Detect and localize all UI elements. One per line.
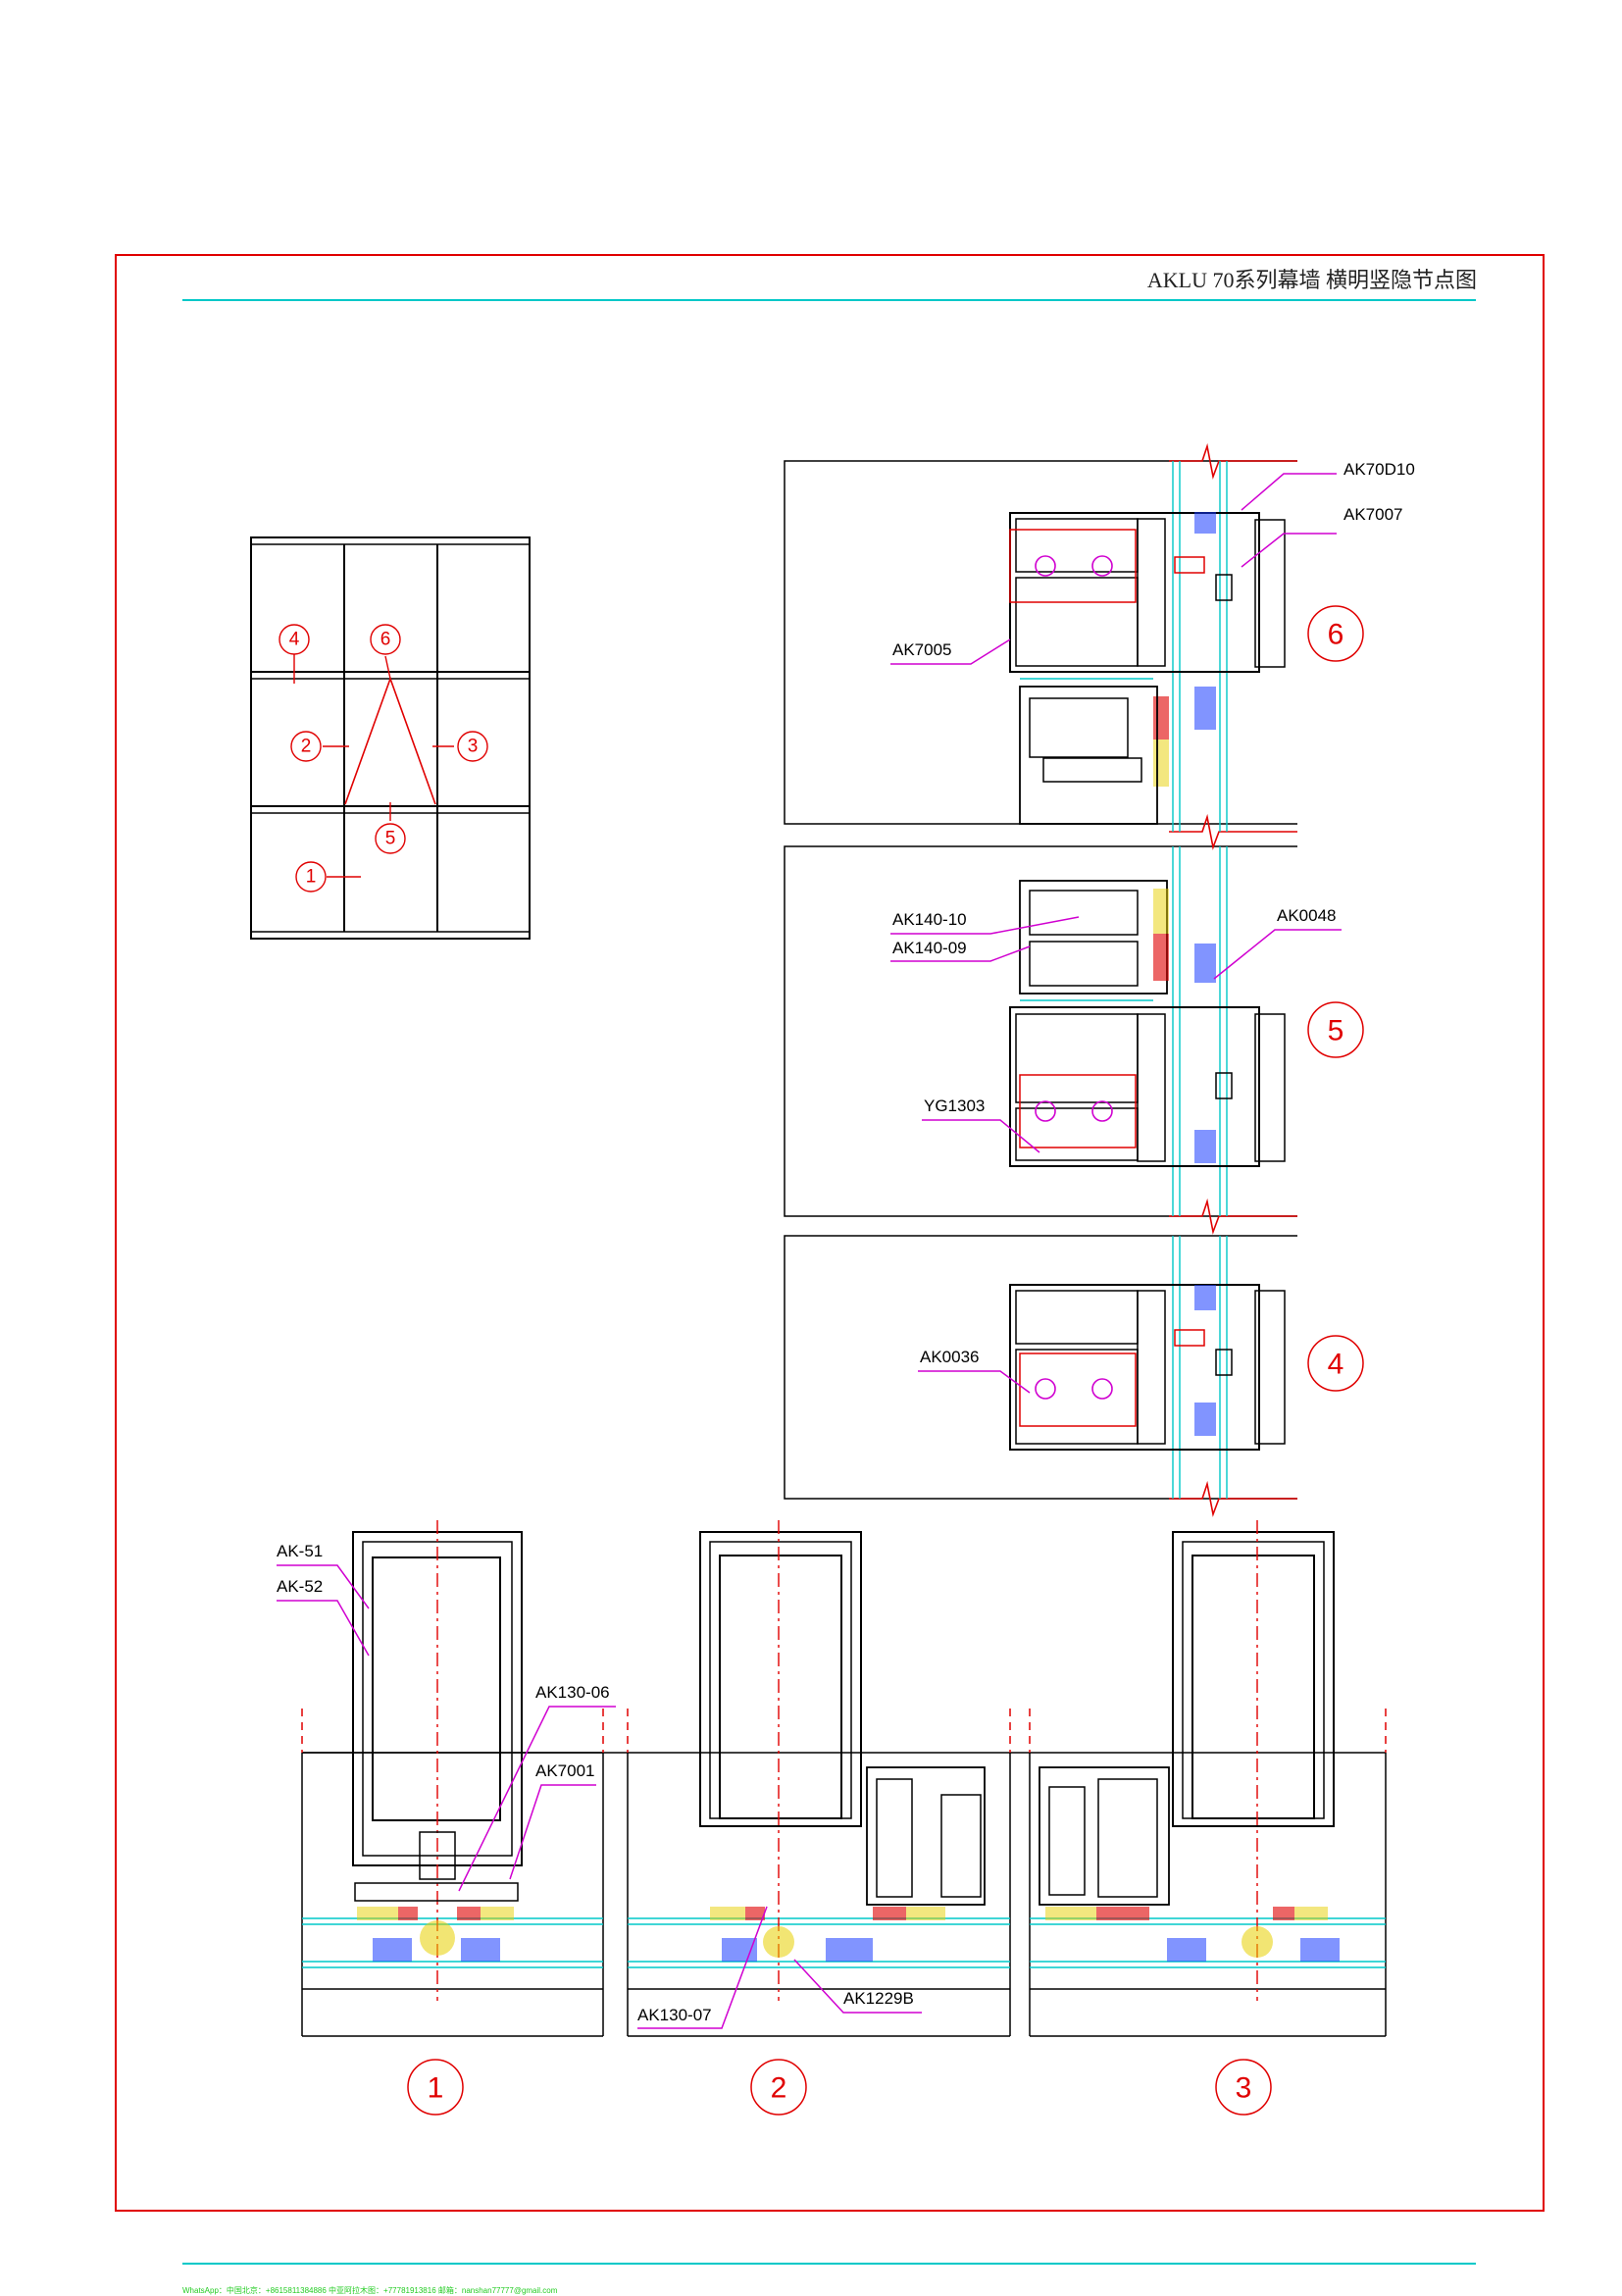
horizontal-sections: 1 AK-51 AK-52 AK130-06 AK7001 — [277, 1520, 1387, 2116]
part-label-YG1303: YG1303 — [924, 1097, 985, 1115]
section-label-4: 4 — [1328, 1349, 1344, 1381]
key-marker-label: 5 — [385, 829, 396, 849]
key-marker-label: 6 — [380, 630, 391, 650]
section-label-3: 3 — [1236, 2072, 1252, 2105]
section-4: 4 AK0036 — [918, 1284, 1364, 1451]
section-2: 2 AK130-07 AK1229B — [637, 1520, 986, 2116]
key-marker-1 — [295, 861, 327, 893]
section-1: 1 AK-51 AK-52 AK130-06 AK7001 — [277, 1520, 616, 2116]
section-marker-1 — [407, 2059, 464, 2116]
part-label-AK-52: AK-52 — [277, 1577, 323, 1596]
key-marker-4 — [279, 624, 310, 655]
sheet-footer: WhatsApp：中国北京：+8615811384886 中亚阿拉木图：+777… — [182, 2286, 558, 2295]
key-marker-label: 4 — [289, 630, 300, 650]
part-label-AK7005: AK7005 — [892, 640, 952, 659]
part-label-AK-51: AK-51 — [277, 1542, 323, 1560]
key-marker-3 — [457, 731, 488, 762]
section-label-6: 6 — [1328, 619, 1344, 651]
section-marker-6 — [1307, 605, 1364, 662]
section-6: 6 AK70D10 AK7007 AK7005 — [890, 460, 1415, 825]
sheet-title: AKLU 70系列幕墙 横明竖隐节点图 — [1146, 268, 1477, 292]
part-label-AK140-10: AK140-10 — [892, 910, 967, 929]
part-label-AK140-09: AK140-09 — [892, 939, 967, 957]
part-label-AK70D10: AK70D10 — [1343, 460, 1415, 479]
key-marker-6 — [370, 624, 401, 655]
part-label-AK130-07: AK130-07 — [637, 2006, 712, 2024]
key-marker-2 — [290, 731, 322, 762]
section-label-1: 1 — [428, 2072, 444, 2105]
sheet-border — [115, 254, 1545, 2212]
part-label-AK7007: AK7007 — [1343, 505, 1403, 524]
part-label-AK0048: AK0048 — [1277, 906, 1337, 925]
part-label-AK1229B: AK1229B — [843, 1989, 914, 2008]
part-label-AK7001: AK7001 — [535, 1761, 595, 1780]
section-marker-5 — [1307, 1001, 1364, 1058]
section-marker-4 — [1307, 1335, 1364, 1392]
section-label-5: 5 — [1328, 1015, 1344, 1047]
section-5: 5 AK140-10 AK140-09 AK0048 YG1303 — [890, 880, 1364, 1167]
section-3: 3 — [1039, 1520, 1340, 2116]
section-label-2: 2 — [771, 2072, 787, 2105]
key-marker-label: 1 — [306, 867, 317, 888]
key-marker-label: 2 — [301, 737, 312, 757]
vertical-sections: 6 AK70D10 AK7007 AK7005 — [784, 442, 1415, 1517]
key-plan: 4 6 2 3 5 1 — [250, 536, 531, 940]
key-marker-label: 3 — [468, 737, 479, 757]
key-marker-5 — [375, 823, 406, 854]
section-marker-3 — [1215, 2059, 1272, 2116]
section-marker-2 — [750, 2059, 807, 2116]
part-label-AK0036: AK0036 — [920, 1348, 980, 1366]
part-label-AK130-06: AK130-06 — [535, 1683, 610, 1702]
